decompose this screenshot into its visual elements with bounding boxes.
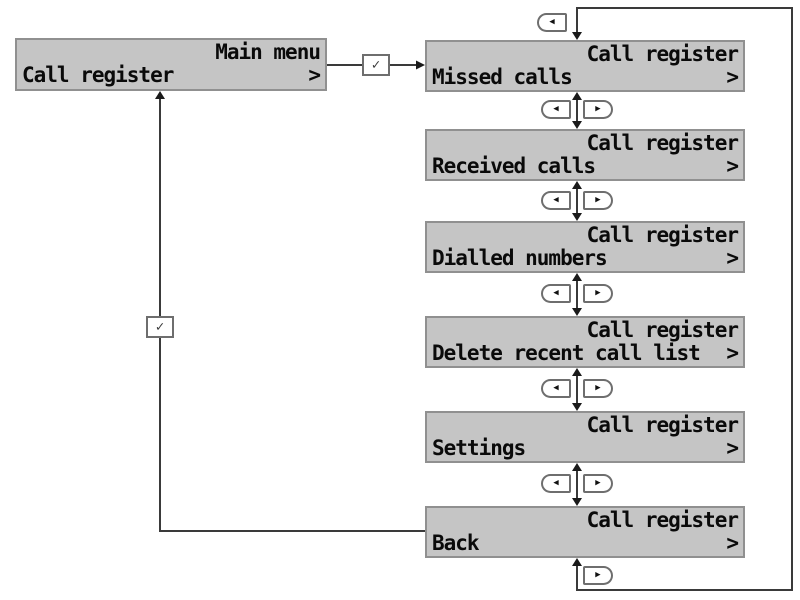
arrowheads — [155, 32, 582, 566]
scroll-indicator: > — [726, 154, 739, 178]
left-triangle-glyph: ◀ — [553, 195, 559, 205]
select-key-icon: ✓ — [146, 316, 174, 338]
screen-back: Call register Back > — [425, 506, 745, 558]
left-triangle-glyph: ◀ — [549, 17, 555, 27]
right-triangle-glyph: ▶ — [595, 288, 601, 298]
scroll-left-key-icon: ◀ — [537, 13, 567, 32]
screen-title: Call register — [586, 223, 739, 247]
scroll-indicator: > — [726, 246, 739, 270]
screen-title: Call register — [586, 508, 739, 532]
screen-missed-calls: Call register Missed calls > — [425, 40, 745, 92]
scroll-right-key-icon: ▶ — [583, 474, 613, 493]
scroll-indicator: > — [726, 436, 739, 460]
screen-item-label: Settings — [432, 436, 526, 460]
scroll-left-key-icon: ◀ — [541, 284, 571, 303]
scroll-indicator: > — [726, 65, 739, 89]
screen-main-menu: Main menu Call register > — [15, 38, 327, 91]
right-triangle-glyph: ▶ — [595, 478, 601, 488]
scroll-right-key-icon: ▶ — [583, 566, 613, 585]
scroll-indicator: > — [726, 531, 739, 555]
connector-back-to-main — [159, 95, 425, 532]
scroll-indicator: > — [726, 341, 739, 365]
checkmark-glyph: ✓ — [371, 57, 381, 73]
scroll-left-key-icon: ◀ — [541, 100, 571, 119]
scroll-left-key-icon: ◀ — [541, 474, 571, 493]
scroll-left-key-icon: ◀ — [541, 191, 571, 210]
left-triangle-glyph: ◀ — [553, 478, 559, 488]
screen-received-calls: Call register Received calls > — [425, 129, 745, 181]
screen-item-label: Delete recent call list — [432, 341, 701, 365]
scroll-right-key-icon: ▶ — [583, 191, 613, 210]
screen-dialled-numbers: Call register Dialled numbers > — [425, 221, 745, 273]
screen-settings: Call register Settings > — [425, 411, 745, 463]
screen-title: Call register — [586, 131, 739, 155]
screen-title: Main menu — [215, 40, 321, 64]
connector-wrap-loop — [576, 7, 793, 591]
left-triangle-glyph: ◀ — [553, 288, 559, 298]
screen-item-label: Missed calls — [432, 65, 573, 89]
checkmark-glyph: ✓ — [155, 319, 165, 335]
left-triangle-glyph: ◀ — [553, 104, 559, 114]
screen-delete-recent-call-list: Call register Delete recent call list > — [425, 316, 745, 368]
right-triangle-glyph: ▶ — [595, 195, 601, 205]
scroll-right-key-icon: ▶ — [583, 379, 613, 398]
screen-title: Call register — [586, 42, 739, 66]
screen-item-label: Back — [432, 531, 480, 555]
screen-title: Call register — [586, 413, 739, 437]
scroll-indicator: > — [308, 63, 321, 87]
scroll-right-key-icon: ▶ — [583, 100, 613, 119]
right-triangle-glyph: ▶ — [595, 570, 601, 580]
scroll-left-key-icon: ◀ — [541, 379, 571, 398]
screen-title: Call register — [586, 318, 739, 342]
right-triangle-glyph: ▶ — [595, 104, 601, 114]
left-triangle-glyph: ◀ — [553, 383, 559, 393]
screen-item-label: Received calls — [432, 154, 596, 178]
screen-item-label: Call register — [22, 63, 174, 87]
right-triangle-glyph: ▶ — [595, 383, 601, 393]
select-key-icon: ✓ — [362, 54, 390, 76]
scroll-right-key-icon: ▶ — [583, 284, 613, 303]
screen-item-label: Dialled numbers — [432, 246, 608, 270]
